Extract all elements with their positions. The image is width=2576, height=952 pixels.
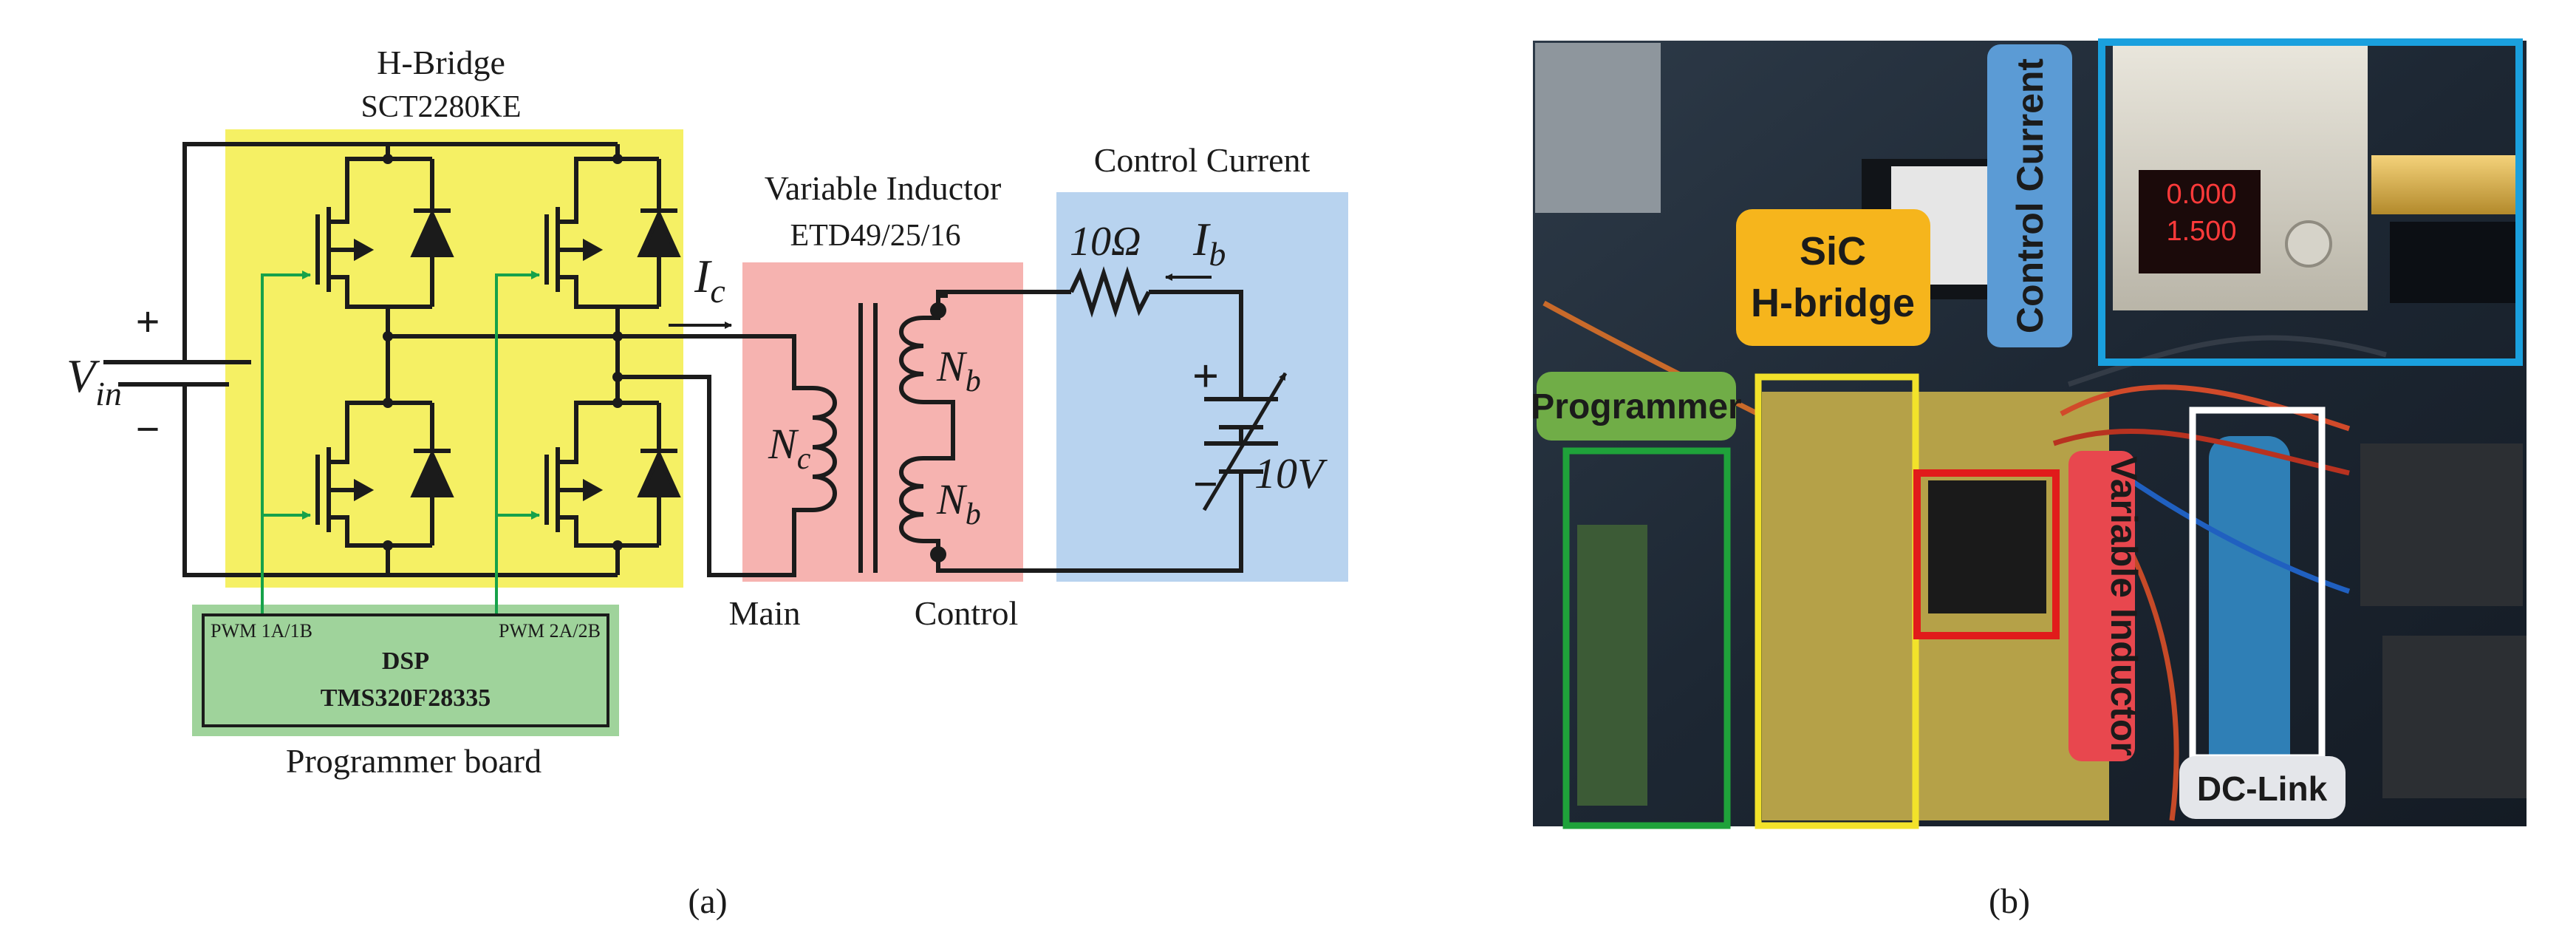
inductor-title: Variable Inductor	[765, 169, 1002, 207]
nc-label: Nc	[768, 420, 811, 476]
dc-link-capacitors	[2209, 436, 2290, 776]
caption-b: (b)	[1989, 882, 2030, 921]
nb-bottom-label: Nb	[936, 475, 981, 531]
control-current-region	[1056, 192, 1348, 582]
variable-inductor-label-box	[2068, 451, 2135, 761]
supply-current-readout: 1.500	[2166, 216, 2236, 247]
ic-label: Ic	[694, 250, 725, 310]
source-minus: −	[1193, 460, 1218, 509]
power-supply-display	[2139, 170, 2261, 273]
probe-a	[2360, 443, 2523, 606]
programmer-label-box	[1537, 372, 1736, 441]
control-winding-label: Control	[915, 594, 1019, 632]
source-plus: +	[1192, 350, 1219, 402]
metal-enclosure	[1535, 43, 1661, 213]
panel-b-photo: 0.000 1.500 SiC H-bridge Control Curren	[1531, 38, 2527, 921]
inductor-core	[1928, 480, 2046, 613]
variable-inductor-label: Variable Inductor	[2103, 456, 2145, 756]
dark-component	[2390, 222, 2523, 303]
diode-q3	[637, 208, 681, 257]
mosfet-q1	[315, 200, 375, 296]
dsp-part-label: TMS320F28335	[321, 684, 491, 712]
control-current-frame	[2098, 38, 2523, 366]
mosfet-q4	[544, 447, 604, 536]
mosfet-q2	[315, 447, 375, 536]
inductor-region	[742, 262, 1023, 582]
control-current-label-box	[1987, 44, 2072, 347]
vin-label: Vin	[66, 350, 122, 412]
diode-q2	[410, 449, 454, 497]
vin-minus: −	[135, 405, 160, 453]
panel-a-circuit: H-Bridge SCT2280KE Variable Inductor ETD…	[66, 44, 1348, 921]
diode-q4	[637, 449, 681, 497]
programmer-pcb	[1577, 525, 1647, 806]
sic-hbridge-label-box	[1736, 209, 1930, 346]
programmer-board-region	[192, 605, 619, 736]
caption-a: (a)	[688, 882, 727, 921]
gold-resistor	[2371, 155, 2519, 214]
sic-line-2: H-bridge	[1751, 281, 1915, 325]
dc-link-label-box	[2179, 756, 2346, 819]
sic-line-1: SiC	[1800, 229, 1866, 273]
programmer-board-label: Programmer board	[286, 742, 541, 780]
hbridge-title: H-Bridge	[377, 44, 505, 81]
main-winding-label: Main	[728, 594, 800, 632]
dc-link-label: DC-Link	[2197, 769, 2328, 808]
supply-voltage-readout: 0.000	[2166, 179, 2236, 210]
supply-knob	[2285, 220, 2332, 268]
diode-q1	[410, 208, 454, 257]
ib-label: Ib	[1192, 213, 1226, 273]
nb-top-label: Nb	[936, 342, 981, 398]
dsp-label: DSP	[382, 647, 429, 675]
pwm2-label: PWM 2A/2B	[499, 620, 601, 642]
vin-source	[103, 360, 174, 387]
variable-inductor-frame	[1913, 469, 2060, 639]
inductor-part: ETD49/25/16	[790, 219, 961, 253]
programmer-label: Programmer	[1531, 387, 1741, 426]
dsp-box	[202, 613, 609, 727]
gate-signal-lines	[261, 271, 540, 613]
programmer-frame	[1562, 447, 1731, 829]
junction-dots	[383, 154, 946, 562]
pwm1-label: PWM 1A/1B	[211, 620, 312, 642]
control-current-title: Control Current	[1094, 141, 1311, 179]
resistor-label: 10Ω	[1070, 219, 1141, 265]
hbridge-region	[225, 129, 683, 588]
probe-b	[2382, 636, 2527, 798]
hbridge-part: SCT2280KE	[361, 90, 521, 124]
control-current-label: Control Current	[2009, 58, 2051, 334]
mosfet-q3	[544, 200, 604, 296]
vin-plus: +	[135, 298, 160, 346]
source-label: 10V	[1254, 449, 1328, 497]
